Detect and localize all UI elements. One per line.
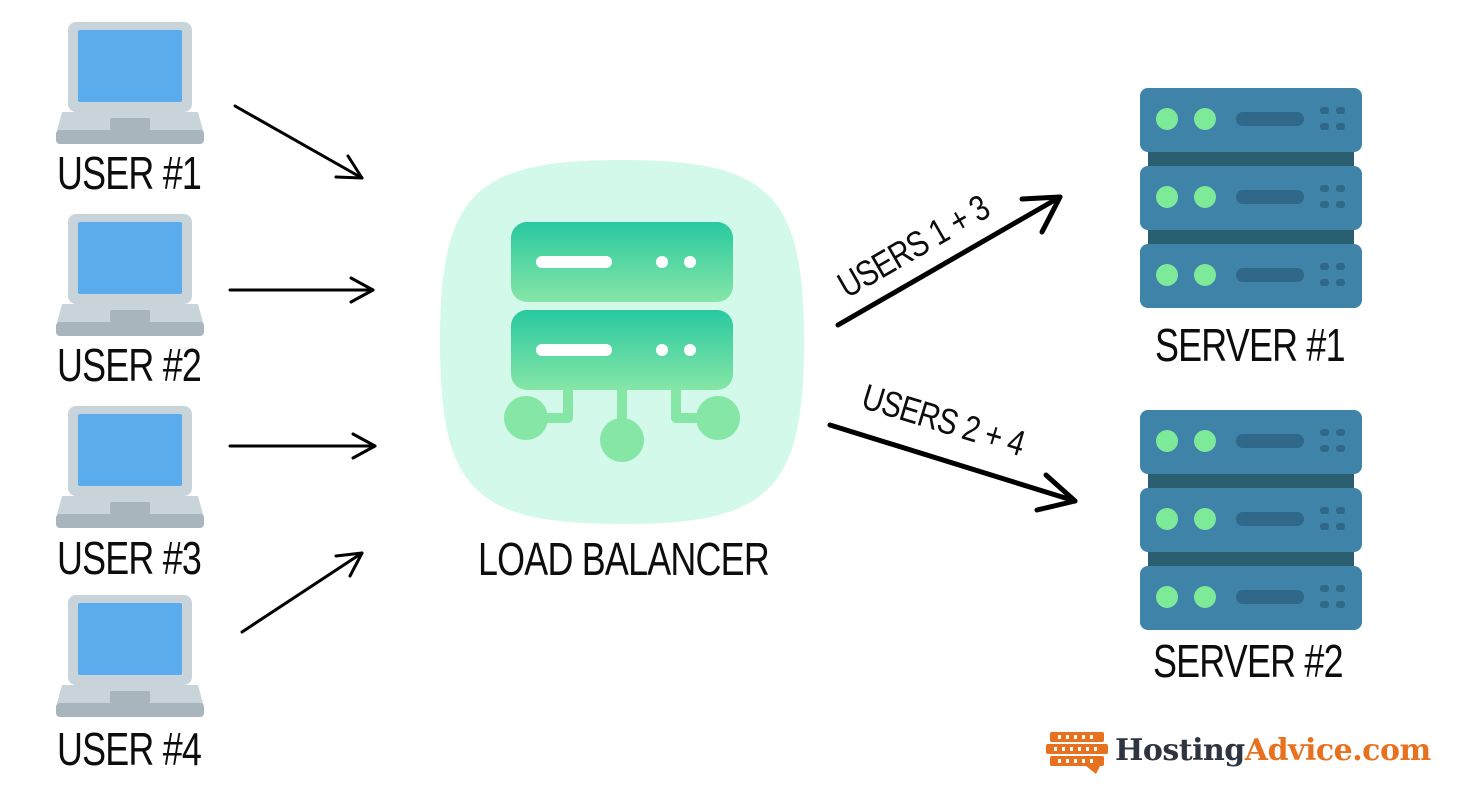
user-label-3: USER #3 bbox=[57, 532, 202, 584]
user-label-2: USER #2 bbox=[57, 339, 202, 391]
laptop-icon-user-4 bbox=[56, 595, 204, 717]
arrow-user-1 bbox=[233, 104, 364, 180]
arrow-user-2 bbox=[228, 276, 375, 304]
laptop-icon-user-1 bbox=[56, 22, 204, 144]
server-label-1: SERVER #1 bbox=[1155, 319, 1346, 371]
arrow-user-3 bbox=[228, 432, 377, 460]
arrow-user-4 bbox=[240, 551, 364, 634]
server-label-2: SERVER #2 bbox=[1153, 635, 1344, 687]
load-balancer-label: LOAD BALANCER bbox=[478, 533, 770, 585]
laptop-icon-user-3 bbox=[56, 406, 204, 528]
laptop-icon-user-2 bbox=[56, 214, 204, 336]
logo-text-advice: Advice.com bbox=[1244, 733, 1431, 768]
server-rack-icon-2 bbox=[1140, 410, 1362, 630]
load-balancer-icon bbox=[440, 160, 804, 524]
server-rack-icon-1 bbox=[1140, 88, 1362, 308]
user-label-1: USER #1 bbox=[57, 147, 202, 199]
user-label-4: USER #4 bbox=[57, 723, 202, 775]
arrow-route-server-1 bbox=[835, 194, 1063, 328]
hostingadvice-logo-text: HostingAdvice.com bbox=[1115, 733, 1431, 768]
hostingadvice-logo-icon bbox=[1046, 732, 1108, 774]
logo-text-hosting: Hosting bbox=[1115, 733, 1245, 768]
arrow-route-server-2 bbox=[827, 422, 1078, 513]
